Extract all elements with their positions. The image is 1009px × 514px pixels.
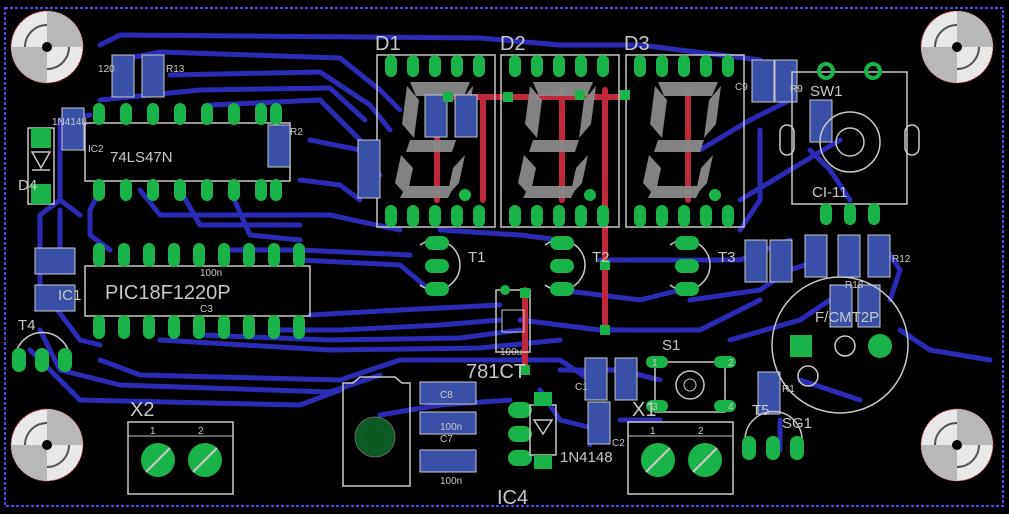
label-x1-pin1: 1 (650, 426, 656, 437)
label-buzzer-part: F/CMT2P (815, 309, 879, 326)
label-r2: R2 (290, 127, 303, 138)
label-r1: R1 (782, 384, 795, 395)
terminal-x1 (627, 421, 734, 495)
digit-d3 (643, 82, 721, 198)
silk-labels: D1 D2 D3 SW1 CI-11 74LS47N IC2 PIC18F122… (18, 33, 911, 509)
transistor-t3 (669, 236, 711, 296)
label-d1: D1 (375, 33, 401, 55)
label-x2: X2 (130, 399, 154, 421)
mount-hole-br (920, 408, 994, 482)
board-outline (4, 7, 1004, 507)
label-cap-100u: 100u (500, 347, 522, 358)
label-ic4: IC4 (497, 487, 528, 509)
display-pads (385, 55, 734, 227)
label-ic1-part: PIC18F1220P (105, 282, 231, 304)
label-c2: C2 (612, 438, 625, 449)
label-r13: R13 (166, 64, 185, 75)
label-c7-val: 100n (440, 422, 462, 433)
label-d4-part: 1N4148 (52, 117, 87, 128)
label-t2: T2 (592, 249, 610, 266)
label-sg1: SG1 (782, 415, 812, 432)
label-r20: 120 (98, 64, 115, 75)
terminal-x2 (127, 421, 234, 495)
smd-parts (34, 54, 891, 473)
label-c1: C1 (575, 382, 588, 393)
label-c8-val: 100n (440, 476, 462, 487)
d4-diode (27, 127, 55, 205)
label-ic2-part: 74LS47N (110, 149, 173, 166)
label-t3: T3 (718, 249, 736, 266)
mount-hole-tl (10, 10, 84, 84)
ic1-footprint (84, 243, 311, 339)
s1-switch (646, 356, 736, 413)
transistor-t2 (544, 236, 586, 296)
mount-holes (10, 10, 994, 482)
mount-hole-bl (10, 408, 84, 482)
label-t5: T5 (752, 402, 770, 419)
d5-diode (529, 392, 557, 469)
label-r12: R12 (892, 254, 911, 265)
label-x1: X1 (632, 399, 656, 421)
transistors (12, 236, 804, 460)
label-d2: D2 (500, 33, 526, 55)
vias (443, 90, 721, 375)
label-d3: D3 (624, 33, 650, 55)
label-c8: C8 (440, 390, 453, 401)
label-d5-part: 1N4148 (560, 449, 613, 466)
label-s1-pin4: 4 (728, 402, 734, 413)
label-s1-pin2: 2 (728, 358, 734, 369)
label-s1-pin3: 3 (652, 402, 658, 413)
label-reg: 781CT (466, 361, 526, 383)
label-t1: T1 (468, 249, 486, 266)
label-c3-val: 100n (200, 268, 222, 279)
label-x2-pin2: 2 (198, 426, 204, 437)
sg1-buzzer (771, 276, 909, 414)
transistor-t1 (419, 236, 461, 296)
label-ic1-name: IC1 (58, 287, 81, 304)
label-x1-pin2: 2 (698, 426, 704, 437)
sw1-encoder (779, 62, 920, 225)
display-outlines (376, 54, 745, 228)
label-t4: T4 (18, 317, 36, 334)
ic2-footprint (84, 103, 291, 201)
label-sw1: SW1 (810, 83, 843, 100)
label-c9: C9 (735, 82, 748, 93)
label-s1: S1 (662, 337, 680, 354)
label-ic2-name: IC2 (88, 144, 104, 155)
label-s1-pin1: 1 (652, 358, 658, 369)
label-ci11: CI-11 (812, 184, 848, 201)
label-c7: C7 (440, 434, 453, 445)
display-digits (395, 82, 721, 198)
transistor-t4 (12, 331, 72, 372)
ic4-regulator (342, 289, 532, 487)
transistor-t5 (742, 410, 804, 460)
label-x2-pin1: 1 (150, 426, 156, 437)
mount-hole-tr (920, 10, 994, 84)
label-d4: D4 (18, 177, 37, 194)
label-c3-name: C3 (200, 304, 213, 315)
label-r9: R9 (790, 84, 803, 95)
label-r18: R18 (845, 280, 864, 291)
